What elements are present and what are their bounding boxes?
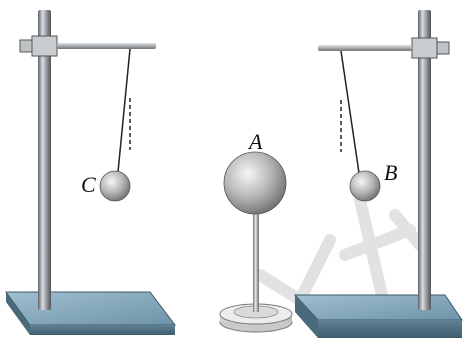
- left-clamp: [31, 35, 58, 57]
- label-a: A: [247, 129, 263, 154]
- left-arm: [57, 43, 156, 49]
- watermark: [254, 194, 426, 336]
- left-rod: [38, 10, 51, 310]
- right-thread: [340, 50, 360, 174]
- label-c: C: [81, 172, 96, 197]
- right-rod: [418, 10, 431, 310]
- right-clamp-screw: [436, 41, 450, 55]
- left-stand: [5, 10, 177, 335]
- center-conductor: [219, 151, 293, 333]
- label-b: B: [384, 160, 397, 185]
- left-base: [5, 291, 177, 335]
- left-clamp-screw: [19, 39, 33, 53]
- right-arm: [318, 45, 412, 51]
- left-thread: [117, 48, 131, 173]
- right-base: [293, 294, 463, 338]
- right-stand: [293, 10, 463, 338]
- ball-b: [349, 170, 381, 202]
- insulating-stand: [253, 208, 259, 312]
- sphere-a: [223, 151, 287, 215]
- ball-c: [99, 170, 131, 202]
- right-clamp: [411, 37, 438, 59]
